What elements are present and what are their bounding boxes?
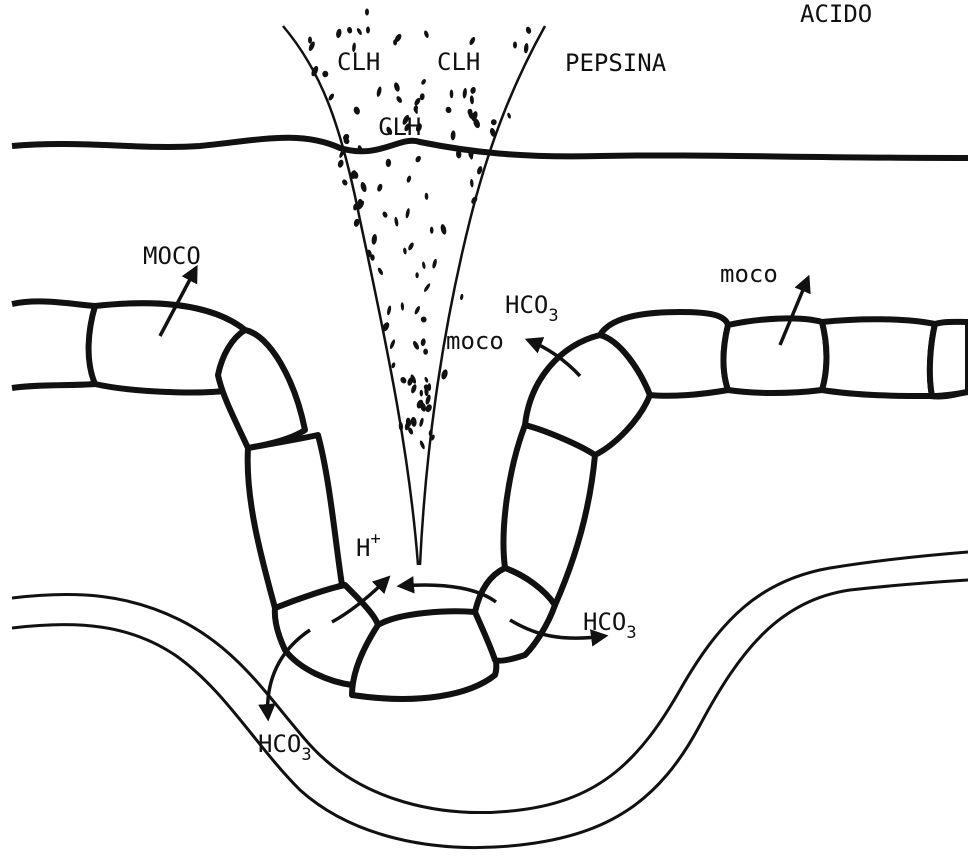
label-moco-upper-right: moco <box>720 260 778 288</box>
epithelium-top-edge <box>12 301 95 306</box>
label-clh-mid: CLH <box>378 113 421 141</box>
acid-particle <box>353 106 361 116</box>
acid-particle <box>386 159 392 167</box>
label-h-plus: H+ <box>356 529 381 562</box>
acid-particle <box>335 28 342 38</box>
acid-particle <box>420 390 424 397</box>
label-clh-right: CLH <box>437 48 480 76</box>
acid-particle <box>423 348 428 354</box>
acid-particle <box>394 217 399 227</box>
label-clh-left: CLH <box>337 48 380 76</box>
acid-particle <box>420 78 427 85</box>
acid-particle <box>414 155 422 163</box>
acid-particle <box>422 261 426 269</box>
acid-particle <box>386 305 392 316</box>
acid-particle <box>470 179 474 188</box>
acid-particle <box>460 294 464 301</box>
acid-particle <box>360 181 368 192</box>
acid-particle <box>410 417 417 428</box>
acid-particle <box>327 93 335 102</box>
acid-particle <box>431 258 437 269</box>
acid-particle <box>322 70 328 77</box>
acid-particle <box>419 417 425 427</box>
label-hco3-bottom: HCO3 <box>258 730 312 765</box>
acid-particle <box>419 440 426 450</box>
acid-particle <box>407 242 415 252</box>
acid-particle <box>341 178 348 186</box>
acid-particle <box>450 130 455 140</box>
acid-particle <box>440 224 448 236</box>
acid-particle <box>423 30 429 39</box>
acid-particle <box>356 27 363 35</box>
acid-particle <box>371 234 378 245</box>
acid-particle <box>377 267 384 276</box>
acid-particle <box>412 340 420 350</box>
acid-particle <box>405 208 411 219</box>
acid-particle <box>346 26 352 34</box>
acid-particle <box>337 159 345 168</box>
cell-right-surface-4 <box>930 322 968 396</box>
label-hco3-top: HCO3 <box>505 291 559 326</box>
label-pepsina: PEPSINA <box>565 49 667 77</box>
acid-particle <box>470 86 477 94</box>
acid-particle <box>423 283 431 293</box>
acid-particle <box>424 193 428 200</box>
acid-particle <box>401 302 405 311</box>
acid-particle <box>450 89 454 98</box>
acid-particle <box>414 305 422 315</box>
acid-particle <box>376 86 382 97</box>
acid-particle <box>399 376 407 385</box>
acid-particle <box>462 88 467 99</box>
label-moco-pit: moco <box>446 327 504 355</box>
acid-particle <box>415 272 419 278</box>
acid-particle <box>425 394 432 405</box>
acid-particle <box>389 339 396 350</box>
acid-particle <box>420 338 426 346</box>
epithelium-bottom-edge-left <box>12 384 95 388</box>
acid-particle <box>420 316 427 323</box>
acid-particle <box>393 82 401 93</box>
acid-particle <box>430 227 434 234</box>
cell-pit-left-1 <box>218 330 305 448</box>
cell-right-surface-2 <box>724 318 827 393</box>
acid-particle <box>410 384 418 395</box>
acid-particle <box>525 26 532 34</box>
acid-particle <box>366 27 370 34</box>
acid-particle <box>424 376 429 383</box>
acid-particle <box>507 112 512 119</box>
acid-particle <box>440 369 449 381</box>
acid-particle <box>445 106 453 114</box>
acid-particle <box>308 37 312 44</box>
acid-particle <box>470 95 475 104</box>
acid-particle <box>391 362 396 369</box>
acid-particle <box>395 95 403 104</box>
cell-pit-left-2 <box>248 435 342 608</box>
acid-particle <box>382 211 389 219</box>
cell-right-surface-3 <box>822 319 935 396</box>
label-acido: ACIDO <box>800 0 872 28</box>
label-moco-upper-left: MOCO <box>143 242 201 270</box>
acid-particle <box>513 42 517 49</box>
acid-particle <box>403 247 407 254</box>
acid-particle <box>365 9 369 16</box>
acid-particle <box>490 119 497 126</box>
acid-particle <box>376 183 383 192</box>
acid-particle <box>523 43 528 54</box>
acid-particle <box>406 175 412 183</box>
acid-particle <box>468 36 476 46</box>
